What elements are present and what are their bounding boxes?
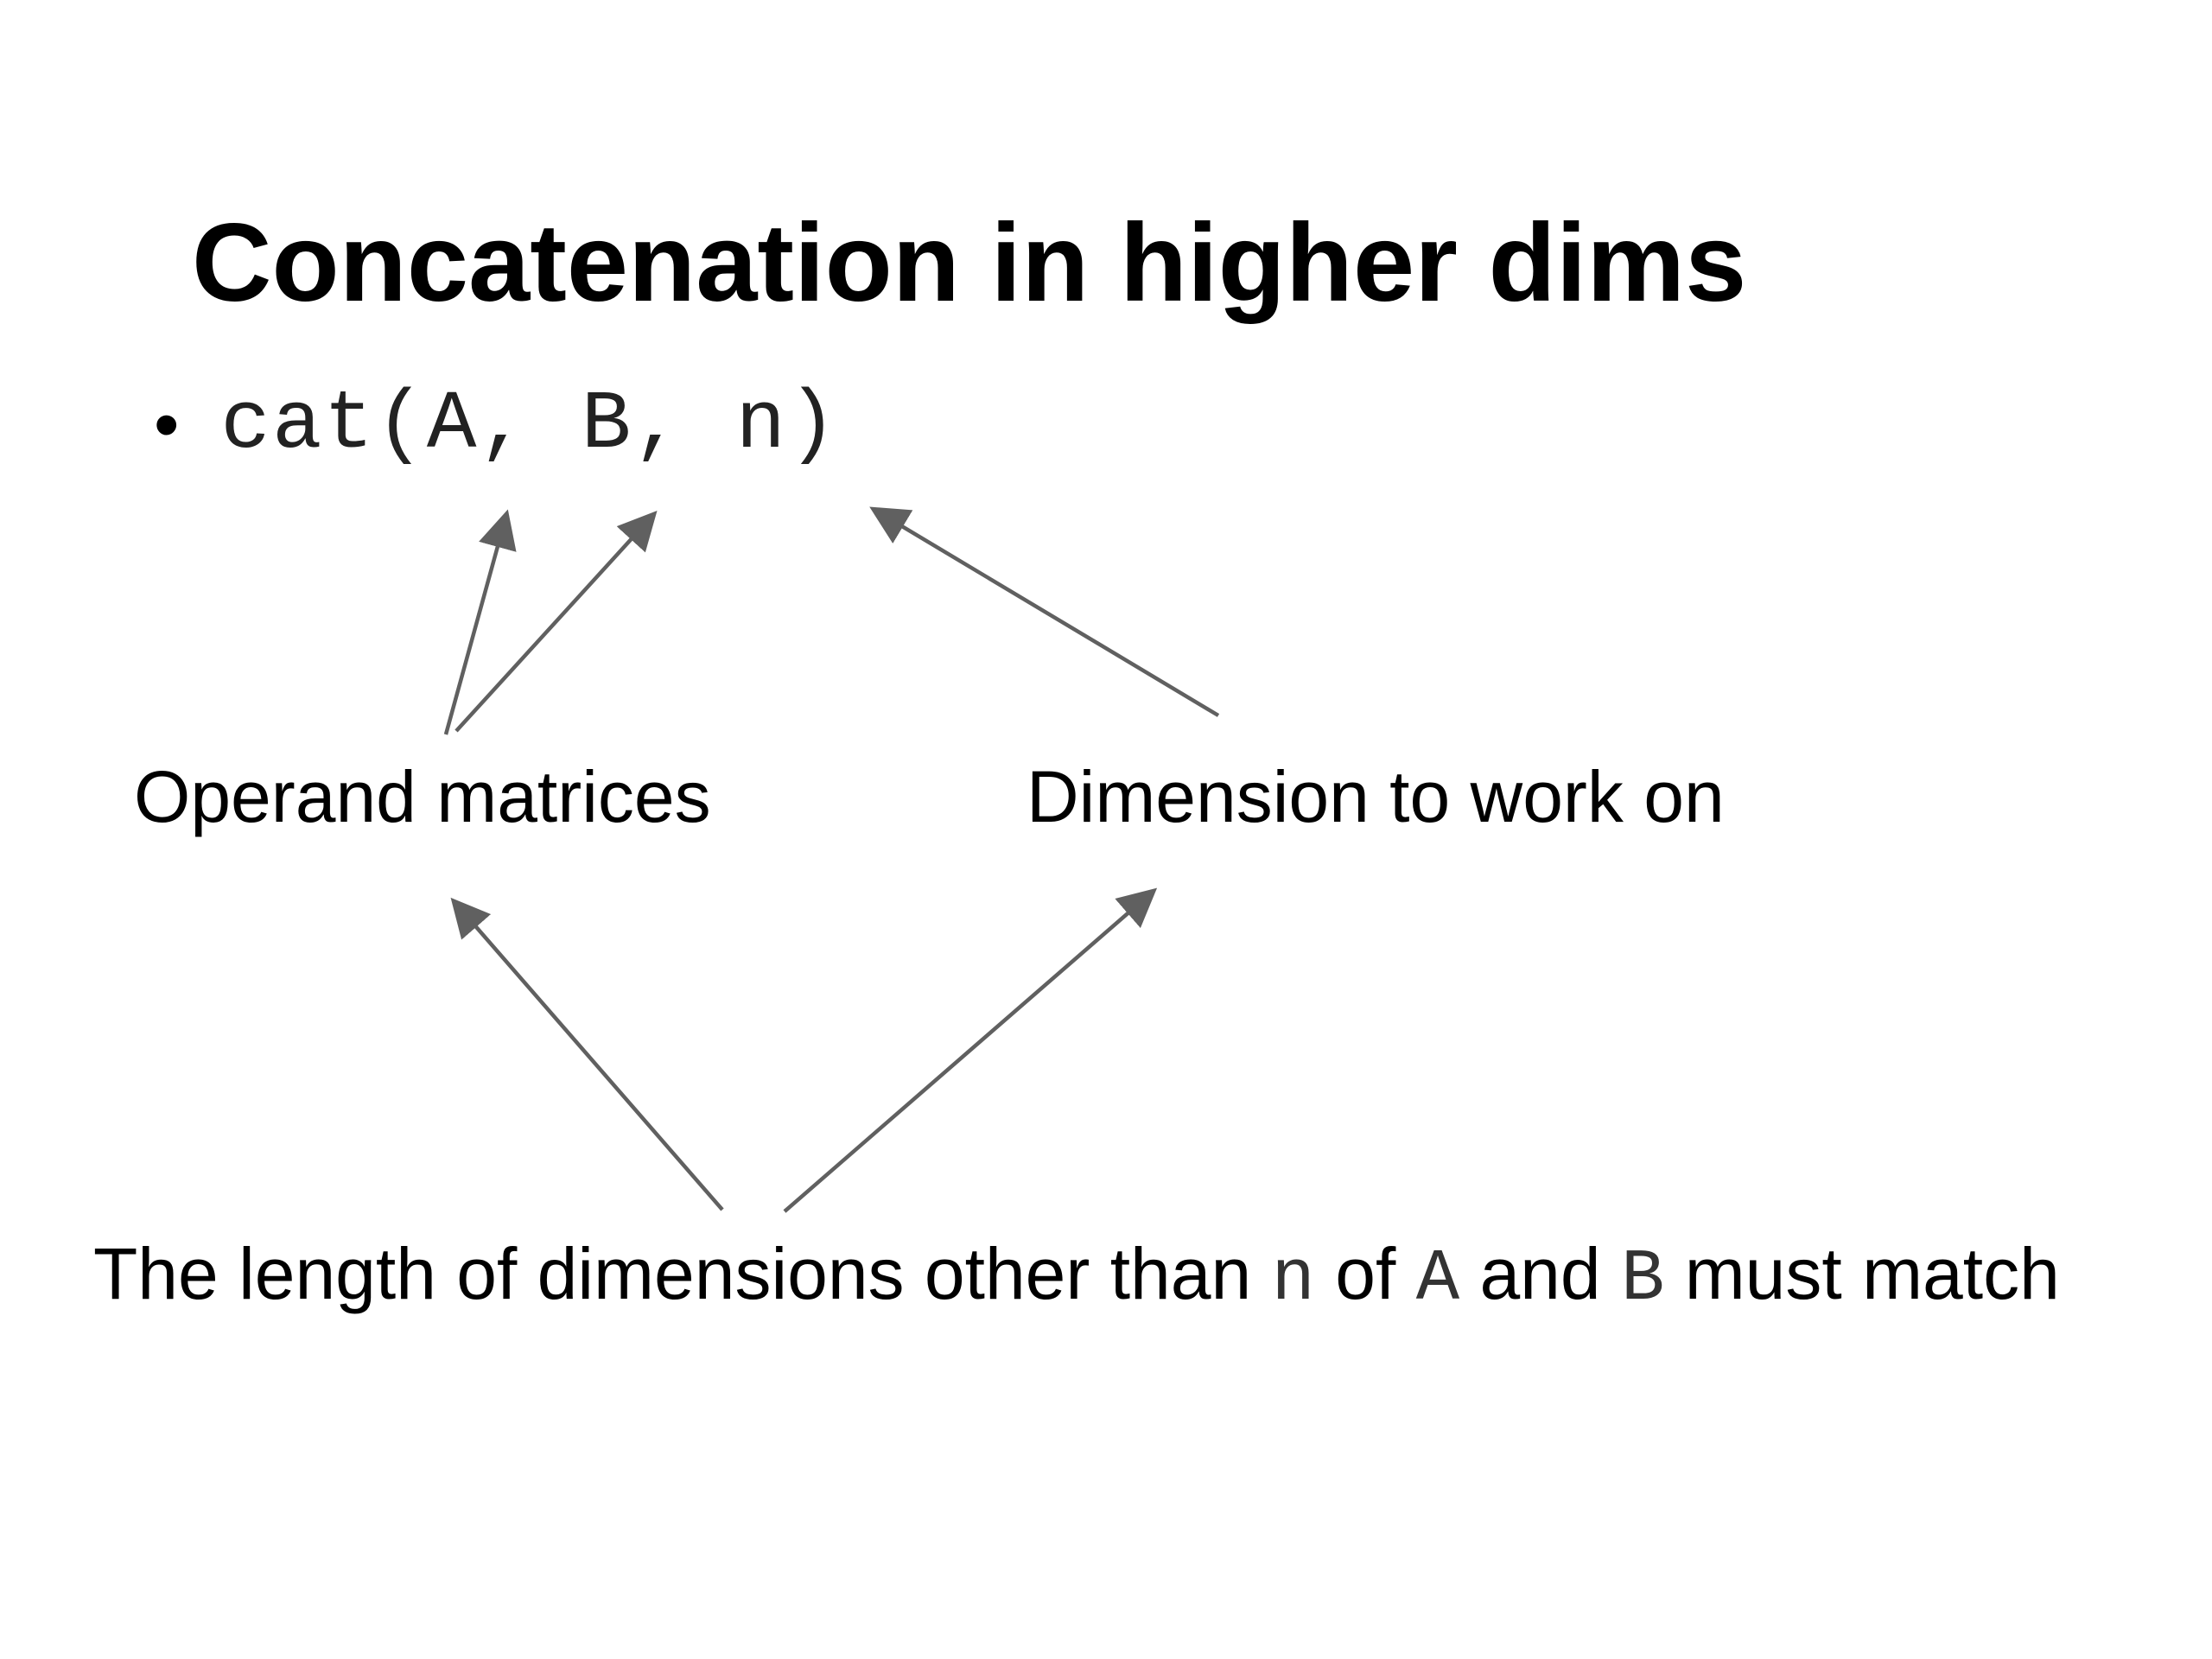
constraint-note: The length of dimensions other than n of… [93,1230,2060,1325]
function-call-code: cat(A, B, n) [220,378,839,472]
slide-title: Concatenation in higher dims [192,201,1747,325]
note-code-n: n [1271,1239,1315,1321]
arrow-to-n [869,506,1220,717]
note-code-a: A [1415,1239,1460,1321]
note-text-3: and [1459,1233,1621,1314]
dimension-label: Dimension to work on [1027,756,1725,837]
note-code-b: B [1620,1239,1665,1321]
note-text-1: The length of dimensions other than [93,1233,1272,1314]
bullet-icon: • [154,384,180,466]
arrow-to-operand-label [450,897,724,1211]
bullet-item: • cat(A, B, n) [154,375,839,474]
operand-matrices-label: Operand matrices [134,756,711,837]
note-text-4: must match [1664,1233,2060,1314]
arrow-to-b [454,511,658,733]
note-text-2: of [1314,1233,1416,1314]
arrow-to-a [443,509,517,735]
arrow-to-dimension-label [783,887,1158,1213]
